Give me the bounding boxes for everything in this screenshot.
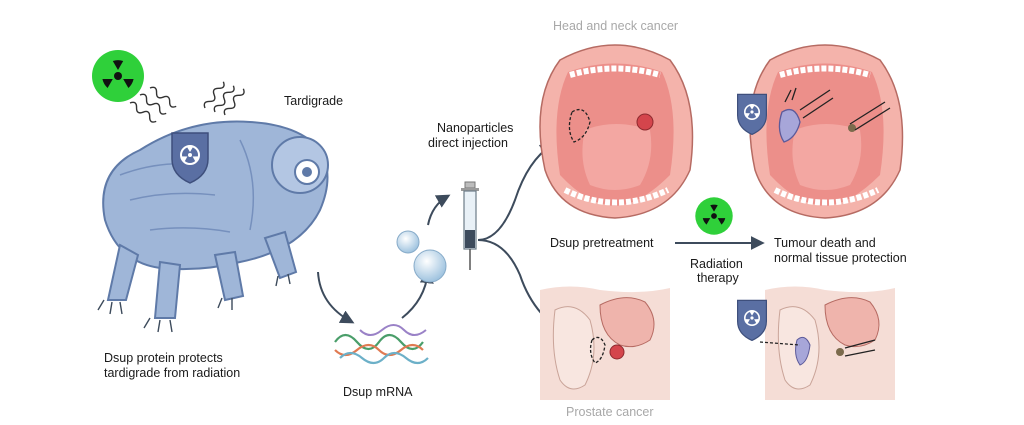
- nanoparticle-icon: [396, 230, 447, 283]
- mouth-illustration-pretreatment: [539, 44, 694, 219]
- mrna-strand-icon: [334, 324, 429, 365]
- label-tardigrade: Tardigrade: [284, 94, 344, 108]
- label-nanoparticles-line1: Nanoparticles: [437, 121, 514, 135]
- shield-radiation-icon-prostate: [738, 300, 767, 340]
- radiation-waves: [127, 79, 247, 125]
- arrow-to-head-neck: [477, 143, 555, 241]
- label-dsup-pretreatment: Dsup pretreatment: [550, 236, 654, 250]
- syringe-icon: [461, 181, 479, 270]
- label-radiation-line2: therapy: [697, 271, 739, 285]
- label-dsup-protects-line2: tardigrade from radiation: [104, 366, 241, 380]
- label-radiation-line1: Radiation: [690, 257, 743, 271]
- label-nanoparticles-line2: direct injection: [428, 136, 508, 150]
- radiation-icon: [92, 50, 144, 102]
- label-dsup-mrna: Dsup mRNA: [343, 385, 413, 399]
- pelvis-illustration-pretreatment: [540, 286, 670, 400]
- pelvis-illustration-outcome: [759, 286, 895, 400]
- label-dsup-protects-line1: Dsup protein protects: [104, 351, 223, 365]
- radiation-therapy-icon: [695, 197, 733, 235]
- label-prostate-cancer: Prostate cancer: [566, 405, 654, 419]
- label-outcome-line1: Tumour death and: [774, 236, 876, 250]
- label-head-neck-cancer: Head and neck cancer: [553, 19, 679, 33]
- mouth-illustration-outcome: [749, 44, 904, 219]
- label-outcome-line2: normal tissue protection: [774, 251, 907, 265]
- arrow-to-mrna: [317, 271, 355, 324]
- arrow-to-syringe: [427, 194, 451, 226]
- tardigrade-illustration: [97, 120, 329, 333]
